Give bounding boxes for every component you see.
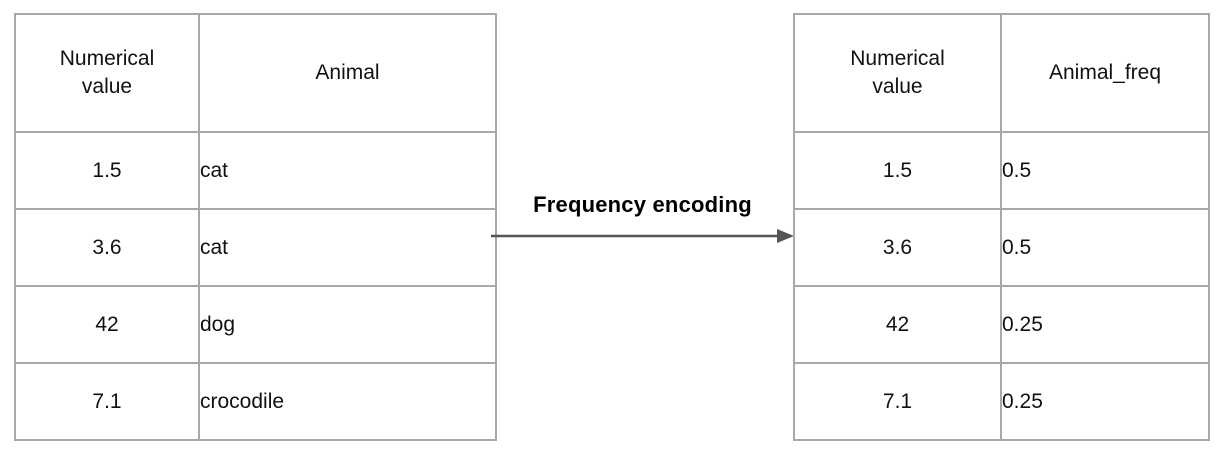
right-arrow-icon: [491, 229, 794, 243]
column-header-label: Numerical value: [59, 46, 155, 98]
table-row: 3.6 0.5: [793, 208, 1210, 287]
animal-cell: dog: [198, 285, 497, 364]
column-header-label: Animal_freq: [1048, 61, 1162, 84]
animal-freq-cell: 0.5: [1000, 131, 1210, 210]
animal-cell: cat: [198, 208, 497, 287]
table-row: 7.1 0.25: [793, 362, 1210, 441]
table-row: 42 dog: [14, 285, 497, 364]
numerical-value-cell: 3.6: [14, 208, 200, 287]
numerical-value-cell: 1.5: [793, 131, 1002, 210]
column-header-animal: Animal: [198, 13, 497, 133]
animal-freq-cell: 0.5: [1000, 208, 1210, 287]
table-row: 3.6 cat: [14, 208, 497, 287]
transform-annotation: Frequency encoding: [490, 192, 795, 247]
column-header-numerical-value: Numerical value: [793, 13, 1002, 133]
transform-label: Frequency encoding: [533, 192, 752, 217]
column-header-numerical-value: Numerical value: [14, 13, 200, 133]
table-row: 7.1 crocodile: [14, 362, 497, 441]
table-header-row: Numerical value Animal_freq: [793, 13, 1210, 133]
column-header-label: Numerical value: [850, 46, 945, 98]
numerical-value-cell: 42: [14, 285, 200, 364]
encoded-table: Numerical value Animal_freq 1.5 0.5 3.6 …: [793, 13, 1210, 441]
numerical-value-cell: 1.5: [14, 131, 200, 210]
numerical-value-cell: 7.1: [14, 362, 200, 441]
table-header-row: Numerical value Animal: [14, 13, 497, 133]
animal-freq-cell: 0.25: [1000, 285, 1210, 364]
numerical-value-cell: 3.6: [793, 208, 1002, 287]
numerical-value-cell: 7.1: [793, 362, 1002, 441]
source-table: Numerical value Animal 1.5 cat 3.6 cat 4…: [14, 13, 497, 441]
column-header-label: Animal: [315, 61, 380, 84]
table-row: 1.5 0.5: [793, 131, 1210, 210]
numerical-value-cell: 42: [793, 285, 1002, 364]
table-row: 42 0.25: [793, 285, 1210, 364]
animal-cell: cat: [198, 131, 497, 210]
table-row: 1.5 cat: [14, 131, 497, 210]
animal-cell: crocodile: [198, 362, 497, 441]
column-header-animal-freq: Animal_freq: [1000, 13, 1210, 133]
animal-freq-cell: 0.25: [1000, 362, 1210, 441]
